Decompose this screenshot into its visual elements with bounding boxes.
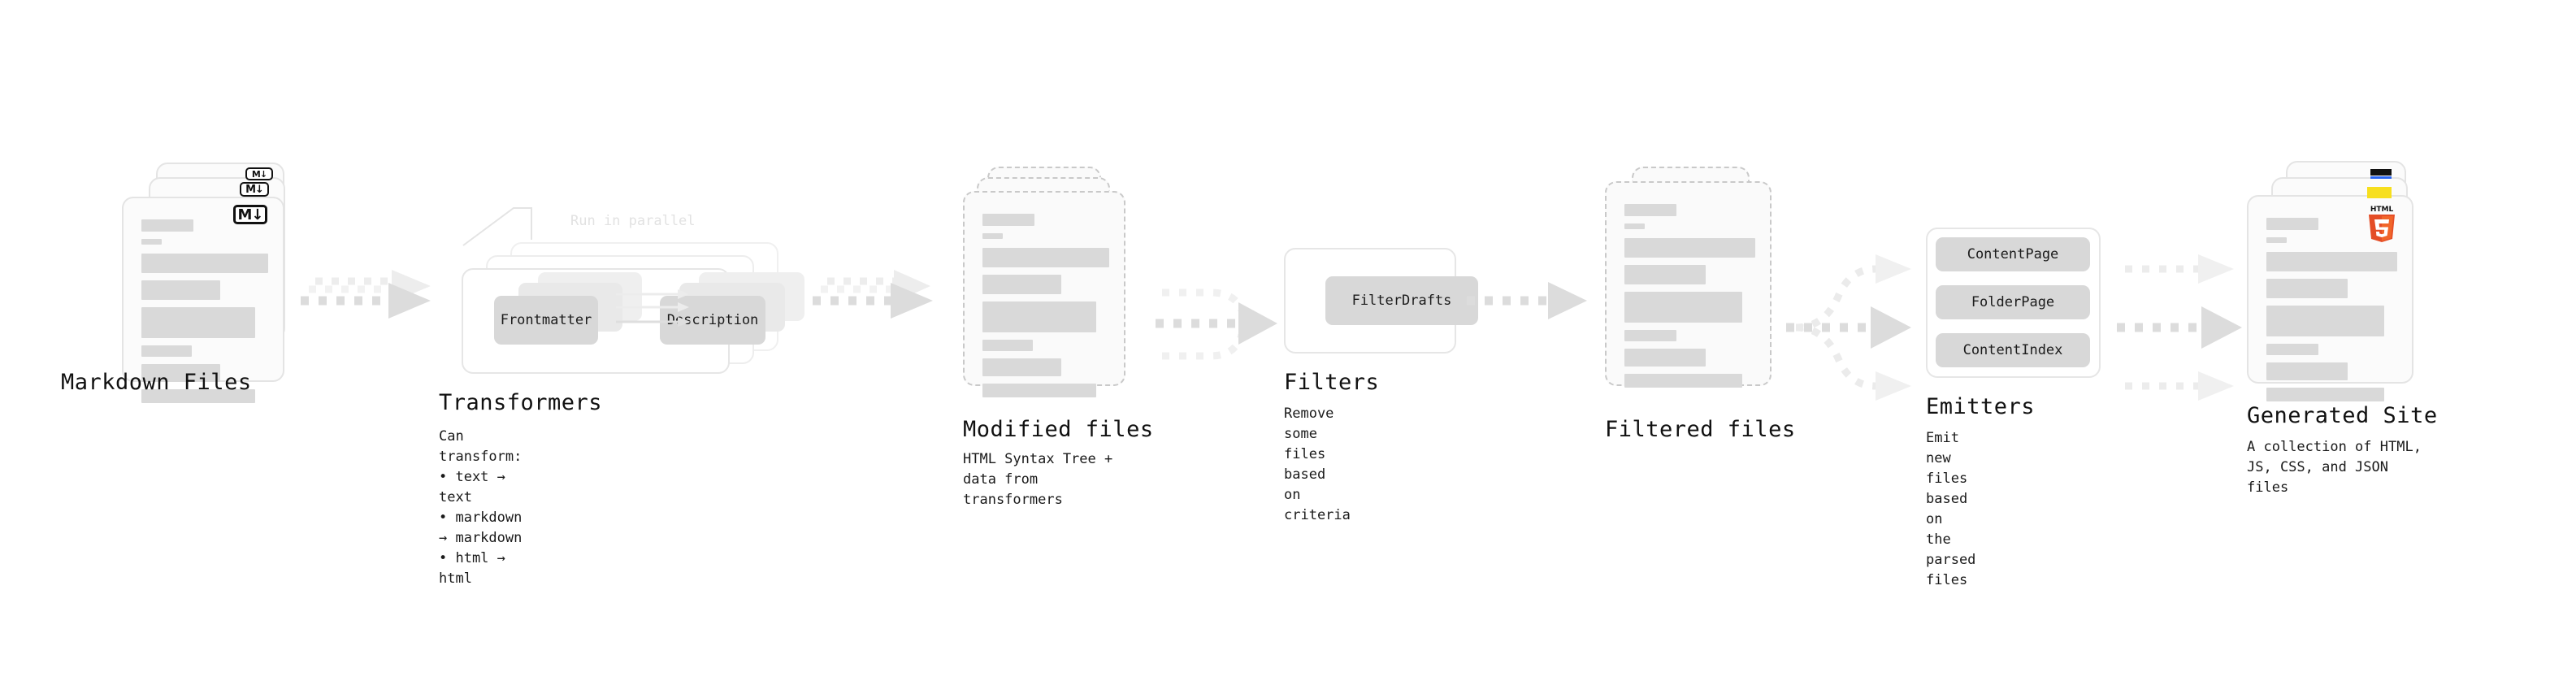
transformer-chip-frontmatter-label: Frontmatter: [500, 312, 592, 328]
stage-markdown-files: M↓ M↓ M↓ Markdown Files: [61, 163, 309, 403]
arrow-filtered-files-to-emitters: [1786, 254, 1911, 401]
css3-badge: [2370, 169, 2392, 179]
transformer-chip-frontmatter[interactable]: Frontmatter: [494, 296, 598, 345]
filtered-card-front: [1605, 181, 1772, 388]
run-in-parallel-leader: [462, 207, 532, 246]
stage-desc-filters: Remove some files based on criteria: [1284, 406, 1351, 523]
stage-title-modified-files: Modified files: [963, 417, 1154, 442]
markdown-badge-front: M↓: [233, 205, 267, 224]
stage-generated-site: HTML Generated Site A collection of HTML…: [2247, 161, 2437, 496]
markdown-file-stack: M↓ M↓ M↓: [122, 163, 309, 403]
arrow-modified-files-to-filters: [1156, 288, 1277, 360]
arrow-transformers-to-modified-files: [813, 270, 933, 319]
generated-site-stack: HTML: [2247, 161, 2422, 401]
stage-title-markdown-files: Markdown Files: [61, 370, 252, 395]
emitter-chip-folderpage[interactable]: FolderPage: [1936, 285, 2090, 319]
emitter-chip-contentpage-label: ContentPage: [1967, 246, 2059, 262]
emitter-chip-contentpage[interactable]: ContentPage: [1936, 237, 2090, 271]
transformer-chip-description-label: Description: [666, 312, 759, 328]
transformer-chip-description[interactable]: Description: [660, 296, 765, 345]
stage-title-filtered-files: Filtered files: [1605, 417, 1796, 442]
modified-card-content: [982, 214, 1109, 405]
emitter-chip-contentindex-label: ContentIndex: [1962, 342, 2063, 358]
markdown-badge-back-2: M↓: [245, 167, 273, 180]
markdown-card-front: [122, 197, 284, 403]
stage-desc-modified-files: HTML Syntax Tree + data from transformer…: [963, 451, 1113, 508]
transformers-internal-arrows: [616, 289, 691, 327]
stage-filtered-files: Filtered files: [1605, 167, 1795, 442]
stage-title-filters: Filters: [1284, 370, 1380, 395]
stage-title-generated-site: Generated Site: [2247, 403, 2438, 428]
arrow-filters-to-filtered-files: [1467, 282, 1587, 319]
modified-card-front: [963, 191, 1125, 397]
markdown-card-content: [141, 219, 268, 410]
stage-desc-generated-site: A collection of HTML, JS, CSS, and JSON …: [2247, 439, 2422, 496]
stage-title-emitters: Emitters: [1926, 394, 2036, 419]
filter-chip-filterdrafts-label: FilterDrafts: [1351, 293, 1452, 309]
generated-card-content: [2266, 218, 2397, 409]
run-in-parallel-label: Run in parallel: [570, 213, 696, 229]
emitter-chip-folderpage-label: FolderPage: [1971, 294, 2055, 310]
filter-chip-filterdrafts[interactable]: FilterDrafts: [1325, 276, 1478, 325]
javascript-badge: [2367, 187, 2392, 198]
stage-modified-files: Modified files HTML Syntax Tree + data f…: [963, 167, 1153, 508]
html5-badge: HTML: [2369, 206, 2395, 242]
filtered-card-content: [1624, 204, 1755, 395]
emitter-chip-contentindex[interactable]: ContentIndex: [1936, 333, 2090, 367]
stage-desc-emitters: Emit new files based on the parsed files: [1926, 430, 1976, 588]
filtered-file-stack: [1605, 167, 1772, 388]
modified-file-stack: [963, 167, 1125, 397]
stage-desc-transformers: Can transform: • text → text • markdown …: [439, 428, 523, 587]
arrow-markdown-to-transformers: [301, 270, 431, 319]
svg-text:HTML: HTML: [2370, 206, 2394, 214]
stage-title-transformers: Transformers: [439, 390, 603, 415]
markdown-badge-back-1: M↓: [240, 182, 269, 197]
arrow-emitters-to-generated-site: [2117, 254, 2242, 401]
